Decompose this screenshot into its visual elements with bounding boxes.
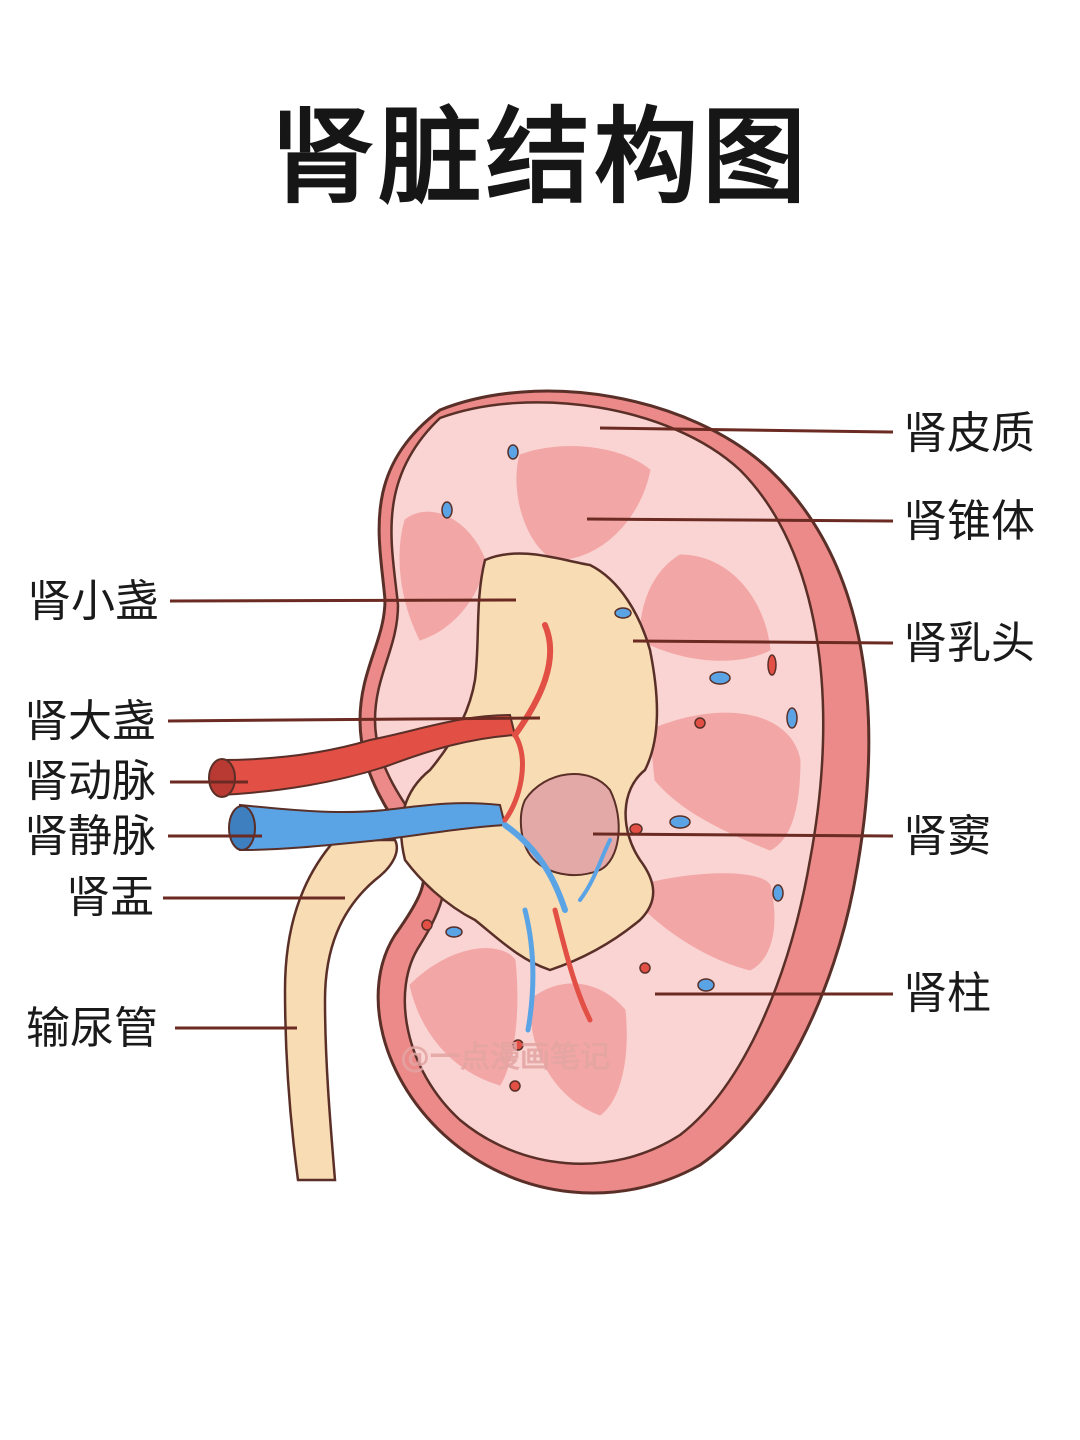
label-renal-pyramid: 肾锥体	[903, 496, 1035, 547]
page-title: 肾脏结构图	[269, 96, 810, 218]
renal-pyramids	[399, 446, 801, 1116]
label-renal-pelvis: 肾盂	[66, 872, 154, 923]
leader-line-major-calyx	[167, 716, 541, 723]
renal-pyramid	[529, 983, 627, 1116]
vessel-branches	[502, 622, 612, 1033]
label-renal-papilla: 肾乳头	[903, 618, 1035, 669]
label-major-calyx: 肾大盏	[24, 696, 156, 747]
leader-line-minor-calyx	[169, 598, 517, 603]
leader-line-renal-pyramid	[586, 517, 894, 523]
renal-artery-opening	[208, 758, 236, 798]
renal-sinus-pocket	[519, 773, 620, 876]
leader-lines	[163, 426, 894, 1030]
vessel-dots	[421, 444, 798, 1092]
label-minor-calyx: 肾小盏	[27, 576, 159, 627]
label-renal-cortex: 肾皮质	[903, 408, 1035, 459]
renal-pyramid	[649, 712, 801, 851]
leader-line-renal-sinus	[592, 832, 894, 838]
renal-pyramid	[639, 554, 771, 661]
watermark: @一点漫画笔记	[400, 1040, 610, 1075]
renal-pyramid	[399, 511, 486, 641]
label-renal-artery: 肾动脉	[24, 756, 156, 807]
leader-line-renal-cortex	[599, 426, 894, 434]
renal-pyramid	[639, 873, 775, 971]
label-renal-sinus: 肾窦	[903, 811, 991, 862]
renal-pyramid	[516, 446, 651, 561]
ureter-tube	[283, 838, 399, 1182]
label-renal-column: 肾柱	[903, 968, 991, 1019]
leader-line-renal-papilla	[632, 639, 894, 645]
renal-pyramid	[409, 948, 518, 1086]
renal-vein-opening	[228, 805, 256, 851]
label-ureter: 输尿管	[26, 1003, 158, 1054]
label-renal-vein: 肾静脉	[24, 811, 156, 862]
